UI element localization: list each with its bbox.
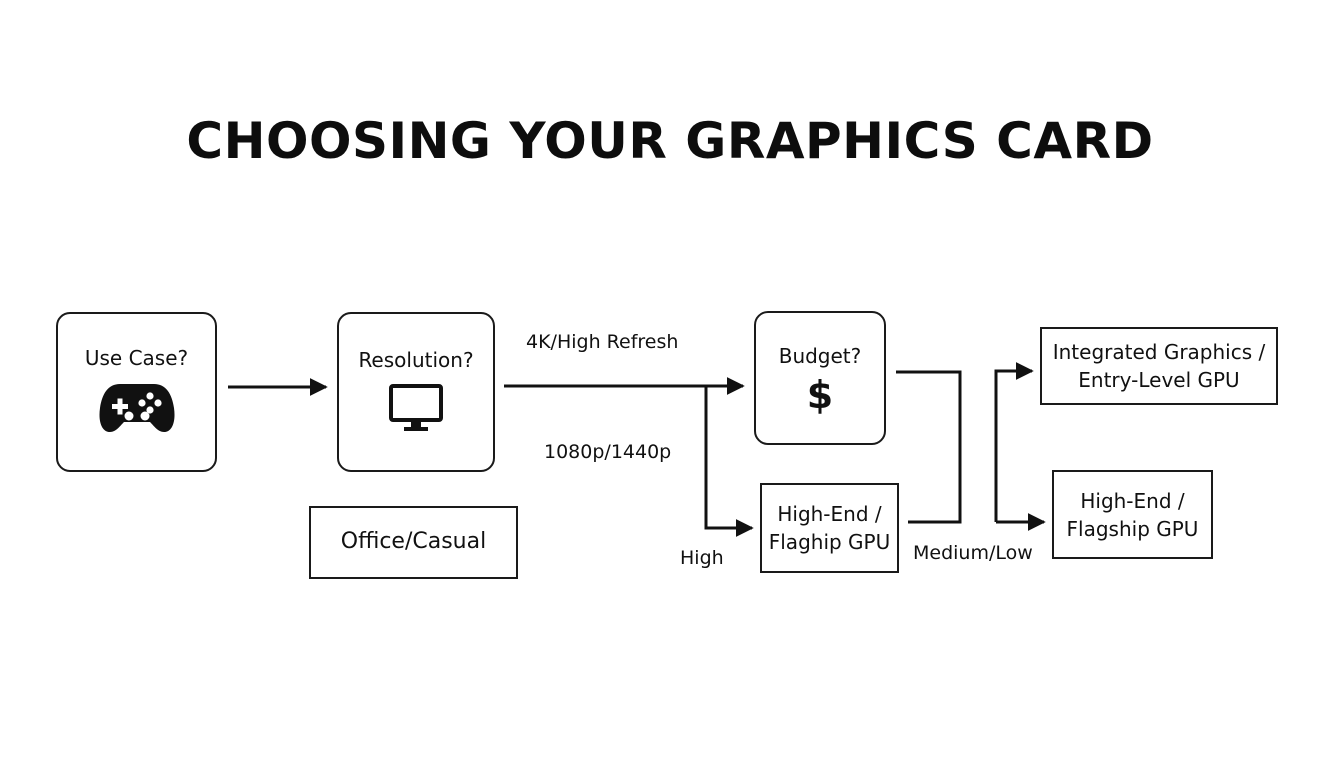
high-end-gpu-label: High-End / Flaghip GPU: [768, 502, 891, 554]
arrow-split-to-integrated: [994, 362, 1034, 522]
edge-label-high: High: [680, 547, 724, 569]
flagship-gpu-label: High-End / Flagship GPU: [1066, 488, 1199, 541]
resolution-node: Resolution?: [337, 312, 495, 472]
integrated-graphics-label: Integrated Graphics / Entry-Level GPU: [1052, 340, 1266, 392]
edge-label-1080p-1440p: 1080p/1440p: [544, 441, 672, 463]
edge-label-medium-low: Medium/Low: [913, 542, 1033, 564]
integrated-graphics-node: Integrated Graphics / Entry-Level GPU: [1040, 327, 1278, 405]
flagship-gpu-node: High-End / Flagship GPU: [1052, 470, 1213, 559]
edge-label-4k-high-refresh: 4K/High Refresh: [526, 331, 679, 353]
high-end-gpu-node: High-End / Flaghip GPU: [760, 483, 899, 573]
arrow-branch-to-highend: [704, 386, 754, 537]
connector-budget-bracket: [896, 370, 962, 524]
budget-label: Budget?: [778, 344, 862, 368]
use-case-node: Use Case?: [56, 312, 217, 472]
use-case-label: Use Case?: [84, 345, 189, 370]
dollar-sign-icon: $: [806, 373, 834, 417]
page-title: CHOOSING YOUR GRAPHICS CARD: [186, 112, 1154, 170]
gamepad-icon: [98, 382, 176, 441]
office-casual-node: Office/Casual: [309, 506, 518, 579]
monitor-icon: [389, 383, 443, 439]
office-casual-label: Office/Casual: [340, 529, 487, 555]
budget-node: Budget? $: [754, 311, 886, 445]
resolution-label: Resolution?: [358, 347, 474, 372]
